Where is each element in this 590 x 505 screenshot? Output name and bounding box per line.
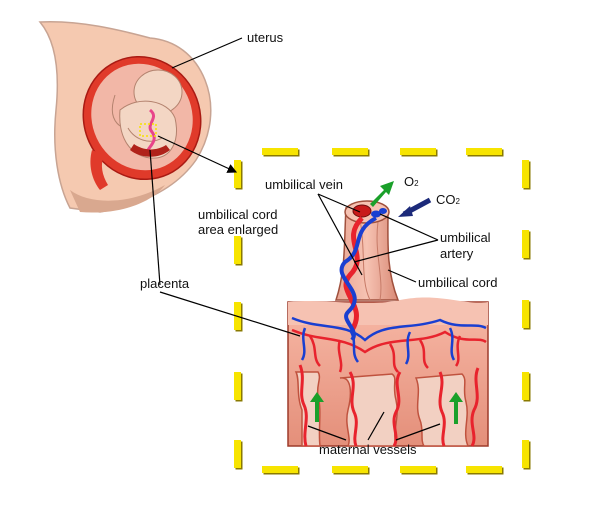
label-enlarged-line1: umbilical cord [198, 207, 278, 222]
fetus-cord [146, 108, 156, 151]
label-artery-line1: umbilical [440, 230, 491, 245]
enlarged-area-marker [139, 123, 157, 137]
frame-dash-left-1 [234, 236, 241, 264]
maternal-flow-arrows [310, 392, 463, 424]
frame-dash-right-2 [522, 300, 529, 328]
leader-vein-2 [317, 193, 361, 213]
frame-dash-top-0 [262, 148, 298, 155]
co2-text: CO [436, 192, 456, 207]
frame-dash-bottom-1 [332, 466, 368, 473]
leader-maternal-1 [307, 425, 347, 441]
fetus [111, 69, 183, 159]
leader-enlarged-arrow [157, 135, 238, 173]
frame-dash-bottom-3 [466, 466, 502, 473]
frame-dash-bottom-0 [262, 466, 298, 473]
frame-dash-bottom-2 [400, 466, 436, 473]
frame-dash-top-2 [400, 148, 436, 155]
frame-dash-right-1 [522, 230, 529, 258]
maternal-red-vessels [298, 364, 480, 447]
label-umbilical-cord: umbilical cord [418, 275, 498, 290]
o2-text: O [404, 174, 415, 189]
frame-dash-right-4 [522, 440, 529, 468]
leader-artery-2 [353, 239, 439, 263]
label-artery-line2: artery [440, 246, 474, 261]
frame-dash-right-3 [522, 372, 529, 400]
placental-vessel-tree [291, 316, 487, 373]
leader-lines [149, 37, 441, 441]
pregnant-body-illustration [38, 20, 212, 213]
frame-dash-top-1 [332, 148, 368, 155]
cord-vein [343, 216, 364, 332]
frame-dash-right-0 [522, 160, 529, 188]
co2-subscript: 2 [455, 197, 460, 206]
leader-maternal-2 [367, 411, 385, 441]
o2-subscript: 2 [414, 179, 419, 188]
label-uterus: uterus [247, 30, 284, 45]
leader-cord [387, 269, 417, 283]
label-o2: O2 [404, 174, 419, 191]
leader-artery-1 [379, 213, 439, 241]
label-co2: CO2 [436, 192, 460, 209]
label-umbilical-vein: umbilical vein [265, 177, 344, 192]
artery-cross-section-2 [379, 208, 387, 214]
label-placenta: placenta [140, 276, 190, 291]
enlarged-area-frame [234, 148, 531, 475]
placenta-top-layer [288, 297, 488, 325]
cervix [90, 150, 108, 190]
o2-arrow [370, 181, 394, 207]
enlarged-cord-illustration [287, 181, 489, 447]
leader-placenta-block [159, 291, 301, 337]
leader-uterus [171, 37, 243, 69]
frame-dash-top-3 [466, 148, 502, 155]
frame-dash-left-4 [234, 440, 241, 468]
frame-dash-left-0 [234, 160, 241, 188]
leader-maternal-3 [395, 423, 441, 441]
label-enlarged-line2: area enlarged [198, 222, 279, 237]
body-lower-shadow [70, 185, 165, 213]
artery-cross-section-1 [371, 210, 381, 218]
leader-placenta-body [149, 149, 161, 286]
cord-artery [339, 216, 378, 342]
vein-cross-section [352, 204, 372, 218]
label-maternal-vessels: maternal vessels [319, 442, 417, 457]
frame-dash-left-3 [234, 372, 241, 400]
